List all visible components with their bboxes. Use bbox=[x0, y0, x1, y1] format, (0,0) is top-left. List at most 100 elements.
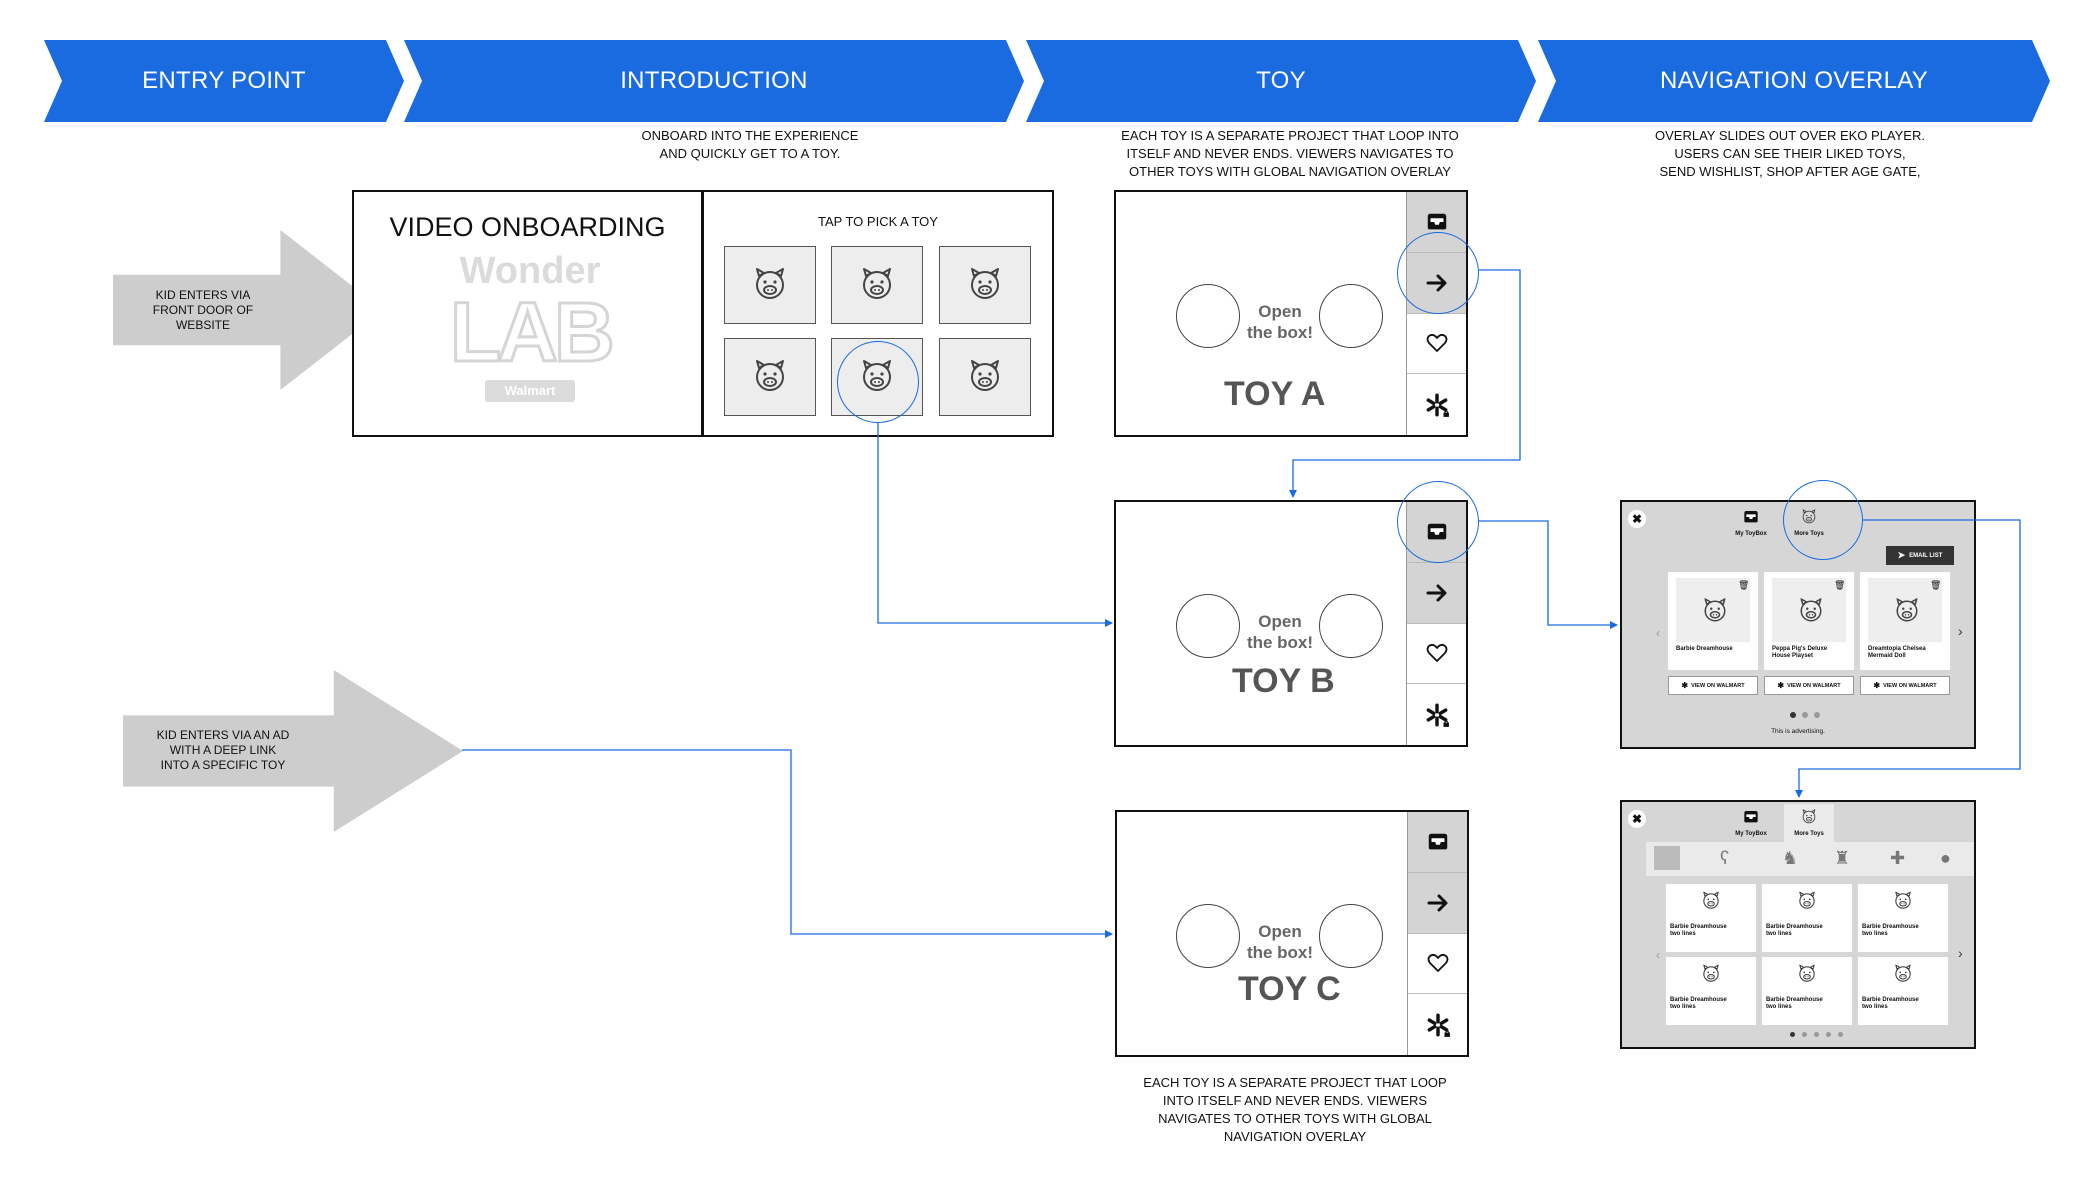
entry-front-door-label: KID ENTERS VIA FRONT DOOR OF WEBSITE bbox=[128, 288, 278, 333]
close-icon: ✖ bbox=[1631, 512, 1643, 526]
open-line: Open bbox=[1258, 922, 1302, 941]
page-dot[interactable] bbox=[1802, 712, 1808, 718]
toy-tile[interactable] bbox=[939, 246, 1031, 324]
toy-tile[interactable] bbox=[831, 246, 923, 324]
page-dot[interactable] bbox=[1826, 1032, 1831, 1037]
tab-my-toybox[interactable]: My ToyBox bbox=[1726, 504, 1776, 542]
card-title-line: Peppa Pig's Deluxe bbox=[1772, 646, 1828, 652]
next-toy-button[interactable] bbox=[1407, 562, 1466, 624]
page-dot[interactable] bbox=[1814, 1032, 1819, 1037]
card-title: Barbie Dreamhouse bbox=[1676, 646, 1756, 653]
next-toy-button[interactable] bbox=[1408, 872, 1467, 934]
category-puzzle-icon[interactable]: ✚ bbox=[1890, 848, 1906, 868]
note-line: SEND WISHLIST, SHOP AFTER AGE GATE, bbox=[1659, 164, 1921, 179]
toy-tile[interactable] bbox=[724, 338, 816, 416]
close-button[interactable]: ✖ bbox=[1628, 510, 1646, 528]
toy-tile[interactable] bbox=[939, 338, 1031, 416]
card-title-line: Barbie Dreamhouse bbox=[1670, 924, 1727, 930]
page-dot[interactable] bbox=[1790, 712, 1796, 718]
card-title-line: Barbie Dreamhouse bbox=[1862, 924, 1919, 930]
category-bar bbox=[1646, 842, 1974, 876]
connector-toy-b-to-overlay bbox=[1479, 520, 1618, 629]
phase-label: INTRODUCTION bbox=[620, 67, 808, 94]
chevron-left-icon[interactable]: ‹ bbox=[1656, 626, 1660, 640]
page-dot[interactable] bbox=[1802, 1032, 1807, 1037]
page-dot[interactable] bbox=[1790, 1032, 1795, 1037]
like-button[interactable] bbox=[1407, 314, 1466, 375]
close-button[interactable]: ✖ bbox=[1628, 810, 1646, 828]
email-list-button[interactable]: ➤ EMAIL LIST bbox=[1886, 546, 1954, 565]
picker-title: TAP TO PICK A TOY bbox=[818, 214, 938, 229]
toy-note: EACH TOY IS A SEPARATE PROJECT THAT LOOP… bbox=[1090, 127, 1490, 181]
entry-deep-link-label: KID ENTERS VIA AN AD WITH A DEEP LINK IN… bbox=[138, 728, 308, 773]
page-dot[interactable] bbox=[1838, 1032, 1843, 1037]
like-button[interactable] bbox=[1408, 934, 1467, 995]
card-title-line: Barbie Dreamhouse bbox=[1766, 997, 1823, 1003]
toy-circle bbox=[1319, 904, 1383, 968]
card-title-line: House Playset bbox=[1772, 653, 1814, 659]
note-line: INTO ITSELF AND NEVER ENDS. VIEWERS bbox=[1162, 1093, 1428, 1108]
tab-my-toybox[interactable]: My ToyBox bbox=[1726, 804, 1776, 842]
open-line: the box! bbox=[1246, 633, 1314, 652]
open-box-label: Open the box! bbox=[1238, 921, 1322, 963]
highlight-toybox bbox=[1397, 481, 1479, 563]
category-figures-icon[interactable]: ♜ bbox=[1834, 848, 1851, 868]
card-title-line: two lines bbox=[1766, 1004, 1792, 1010]
note-line: OTHER TOYS WITH GLOBAL NAVIGATION OVERLA… bbox=[1129, 164, 1451, 179]
like-button[interactable] bbox=[1407, 624, 1466, 685]
logo-walmart: Walmart bbox=[485, 380, 575, 402]
tab-label: My ToyBox bbox=[1735, 831, 1767, 837]
card-title-line: Dreamtopia Chelsea bbox=[1868, 646, 1926, 652]
entry-line: WEBSITE bbox=[175, 318, 230, 332]
walmart-spark-icon: ✱ bbox=[1681, 681, 1689, 690]
toy-tile[interactable] bbox=[724, 246, 816, 324]
chevron-right-icon[interactable]: › bbox=[1958, 945, 1963, 961]
note-line: ONBOARD INTO THE EXPERIENCE bbox=[641, 128, 859, 143]
toy-name: TOY C bbox=[1238, 970, 1341, 1008]
view-on-walmart-button[interactable]: ✱VIEW ON WALMART bbox=[1860, 676, 1950, 695]
phase-introduction: INTRODUCTION bbox=[404, 40, 1024, 122]
logo-lab: LAB bbox=[449, 284, 617, 381]
trash-icon[interactable]: 🗑 bbox=[1930, 580, 1942, 590]
note-line: USERS CAN SEE THEIR LIKED TOYS, bbox=[1674, 146, 1906, 161]
note-line: EACH TOY IS A SEPARATE PROJECT THAT LOOP bbox=[1143, 1075, 1447, 1090]
chevron-left-icon[interactable]: ‹ bbox=[1656, 948, 1660, 962]
toy-circle bbox=[1176, 594, 1240, 658]
tab-more-toys[interactable]: More Toys bbox=[1784, 804, 1834, 842]
toy-name: TOY A bbox=[1224, 375, 1326, 413]
trash-icon[interactable]: 🗑 bbox=[1738, 580, 1750, 590]
liked-toy-card[interactable]: 🗑 Barbie Dreamhouse bbox=[1668, 572, 1758, 670]
category-art-icon[interactable]: ● bbox=[1940, 848, 1951, 868]
open-line: Open bbox=[1258, 302, 1302, 321]
view-on-walmart-button[interactable]: ✱VIEW ON WALMART bbox=[1668, 676, 1758, 695]
page-dot[interactable] bbox=[1814, 712, 1820, 718]
view-label: VIEW ON WALMART bbox=[1883, 682, 1937, 689]
toy-name: TOY B bbox=[1232, 662, 1335, 700]
overlay-more-toys: ✖ My ToyBox More Toys ʕ ♞ ♜ ✚ ● ‹ › Barb… bbox=[1620, 800, 1976, 1049]
toy-circle bbox=[1176, 284, 1240, 348]
category-bear-icon[interactable]: ʕ bbox=[1720, 848, 1729, 868]
card-title-line: two lines bbox=[1670, 931, 1696, 937]
view-on-walmart-button[interactable]: ✱VIEW ON WALMART bbox=[1764, 676, 1854, 695]
card-title-line: Barbie Dreamhouse bbox=[1766, 924, 1823, 930]
category-blocks-icon[interactable] bbox=[1654, 846, 1680, 870]
highlight-next-toy bbox=[1397, 232, 1479, 314]
card-title-line: Mermaid Doll bbox=[1868, 653, 1906, 659]
close-icon: ✖ bbox=[1631, 812, 1643, 826]
toybox-button[interactable] bbox=[1408, 812, 1467, 873]
category-rider-icon[interactable]: ♞ bbox=[1782, 848, 1799, 868]
chevron-right-icon[interactable]: › bbox=[1958, 623, 1963, 639]
trash-icon[interactable]: 🗑 bbox=[1834, 580, 1846, 590]
